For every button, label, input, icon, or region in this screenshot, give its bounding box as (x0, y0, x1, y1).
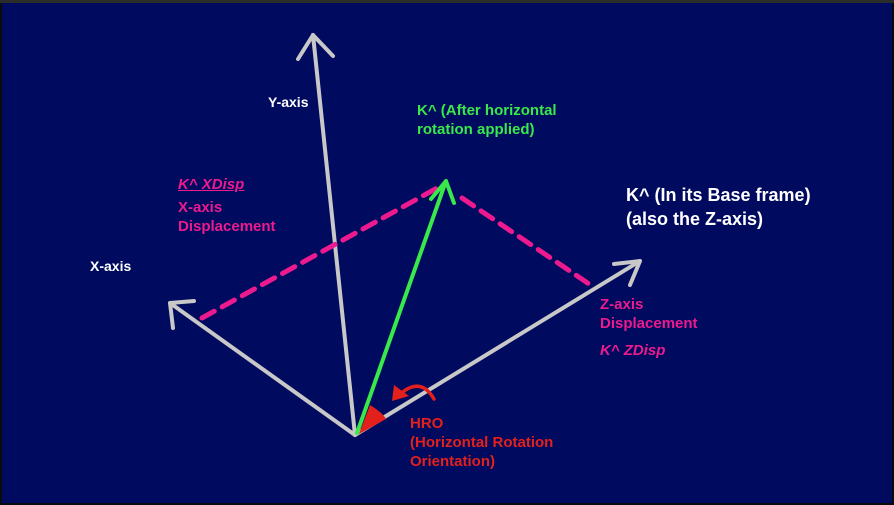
z-axis-displacement-label: Z-axis Displacement (600, 296, 698, 332)
diagram-panel: Y-axis X-axis K^ (After horizontal rotat… (2, 3, 892, 503)
hro-label: HRO (Horizontal Rotation Orientation) (410, 415, 554, 470)
k-zdisp-label: K^ ZDisp (600, 342, 666, 359)
k-base-axis-arrowhead (612, 259, 642, 287)
z-displacement-dashed-line (459, 195, 595, 289)
x-axis-arrowhead (168, 299, 196, 330)
k-base-axis-line (353, 259, 642, 437)
x-axis-line (168, 301, 357, 437)
x-axis-displacement-label: X-axis Displacement (178, 199, 276, 235)
k-xdisp-label: K^ XDisp (178, 176, 245, 193)
y-axis-line (311, 33, 357, 437)
y-axis-label: Y-axis (268, 94, 309, 110)
hro-rotation-arrowhead (392, 385, 409, 401)
rotation-diagram (168, 33, 642, 437)
x-displacement-dashed-line (199, 185, 440, 321)
hro-angle-wedge (359, 405, 386, 434)
k-base-frame-label: K^ (In its Base frame) (also the Z-axis) (626, 185, 811, 230)
k-rotated-vector-line (355, 179, 448, 435)
x-axis-label: X-axis (90, 258, 132, 274)
k-after-rotation-label: K^ (After horizontal rotation applied) (417, 102, 557, 138)
k-rotated-vector-arrowhead (429, 179, 456, 205)
y-axis-arrowhead (296, 33, 335, 61)
top-border-strip (0, 0, 894, 3)
